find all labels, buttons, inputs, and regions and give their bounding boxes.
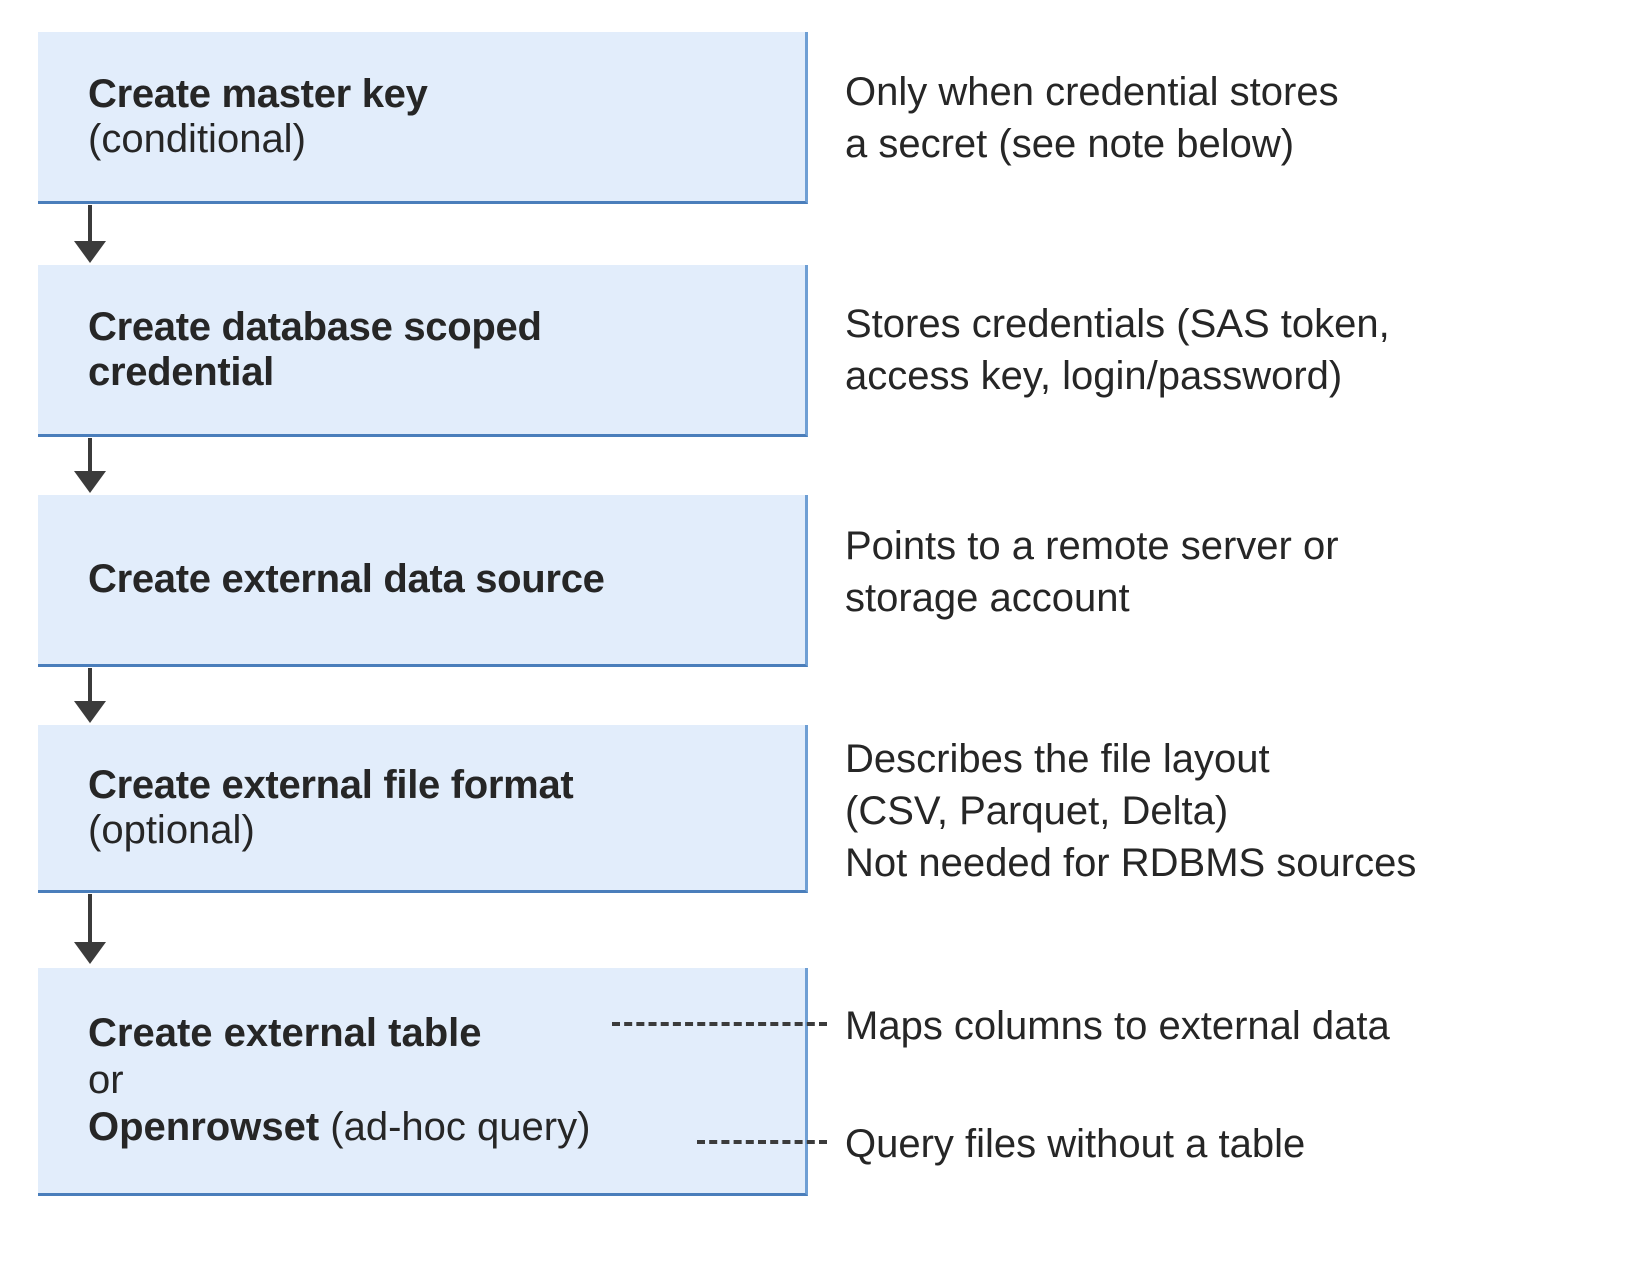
step-title-database-scoped-credential: Create database scoped credential	[88, 304, 542, 394]
arrow-down-icon-1	[74, 205, 106, 265]
step-subtitle-external-file-format: (optional)	[88, 807, 255, 852]
note-external-file-format: Describes the file layout (CSV, Parquet,…	[845, 737, 1417, 885]
step-separator-or: or	[88, 1057, 124, 1102]
step-box-external-file-format[interactable]: Create external file format (optional)	[38, 725, 808, 893]
step-title-external-data-source: Create external data source	[88, 557, 605, 602]
step-title-external-file-format: Create external file format	[88, 762, 574, 807]
note-openrowset: Query files without a table	[845, 1122, 1306, 1166]
step-title-openrowset: Openrowset (ad-hoc query)	[88, 1104, 805, 1151]
note-external-data-source: Points to a remote server or storage acc…	[845, 524, 1339, 620]
dashed-connector-openrowset	[697, 1140, 827, 1144]
note-master-key: Only when credential stores a secret (se…	[845, 70, 1339, 166]
note-database-scoped-credential: Stores credentials (SAS token, access ke…	[845, 302, 1390, 398]
dashed-connector-external-table	[612, 1022, 827, 1026]
step-box-master-key[interactable]: Create master key (conditional)	[38, 32, 808, 204]
openrowset-suffix: (ad-hoc query)	[319, 1105, 591, 1150]
arrow-down-icon-4	[74, 894, 106, 968]
note-external-table: Maps columns to external data	[845, 1004, 1390, 1048]
openrowset-label: Openrowset	[88, 1105, 320, 1150]
step-box-database-scoped-credential[interactable]: Create database scoped credential	[38, 265, 808, 437]
step-box-external-data-source[interactable]: Create external data source	[38, 495, 808, 667]
step-subtitle-master-key: (conditional)	[88, 116, 306, 161]
arrow-down-icon-2	[74, 438, 106, 495]
arrow-down-icon-3	[74, 668, 106, 725]
step-title-external-table: Create external table	[88, 1010, 482, 1055]
step-box-external-table-or-openrowset[interactable]: Create external table or Openrowset (ad-…	[38, 968, 808, 1196]
step-title-master-key: Create master key	[88, 71, 428, 116]
